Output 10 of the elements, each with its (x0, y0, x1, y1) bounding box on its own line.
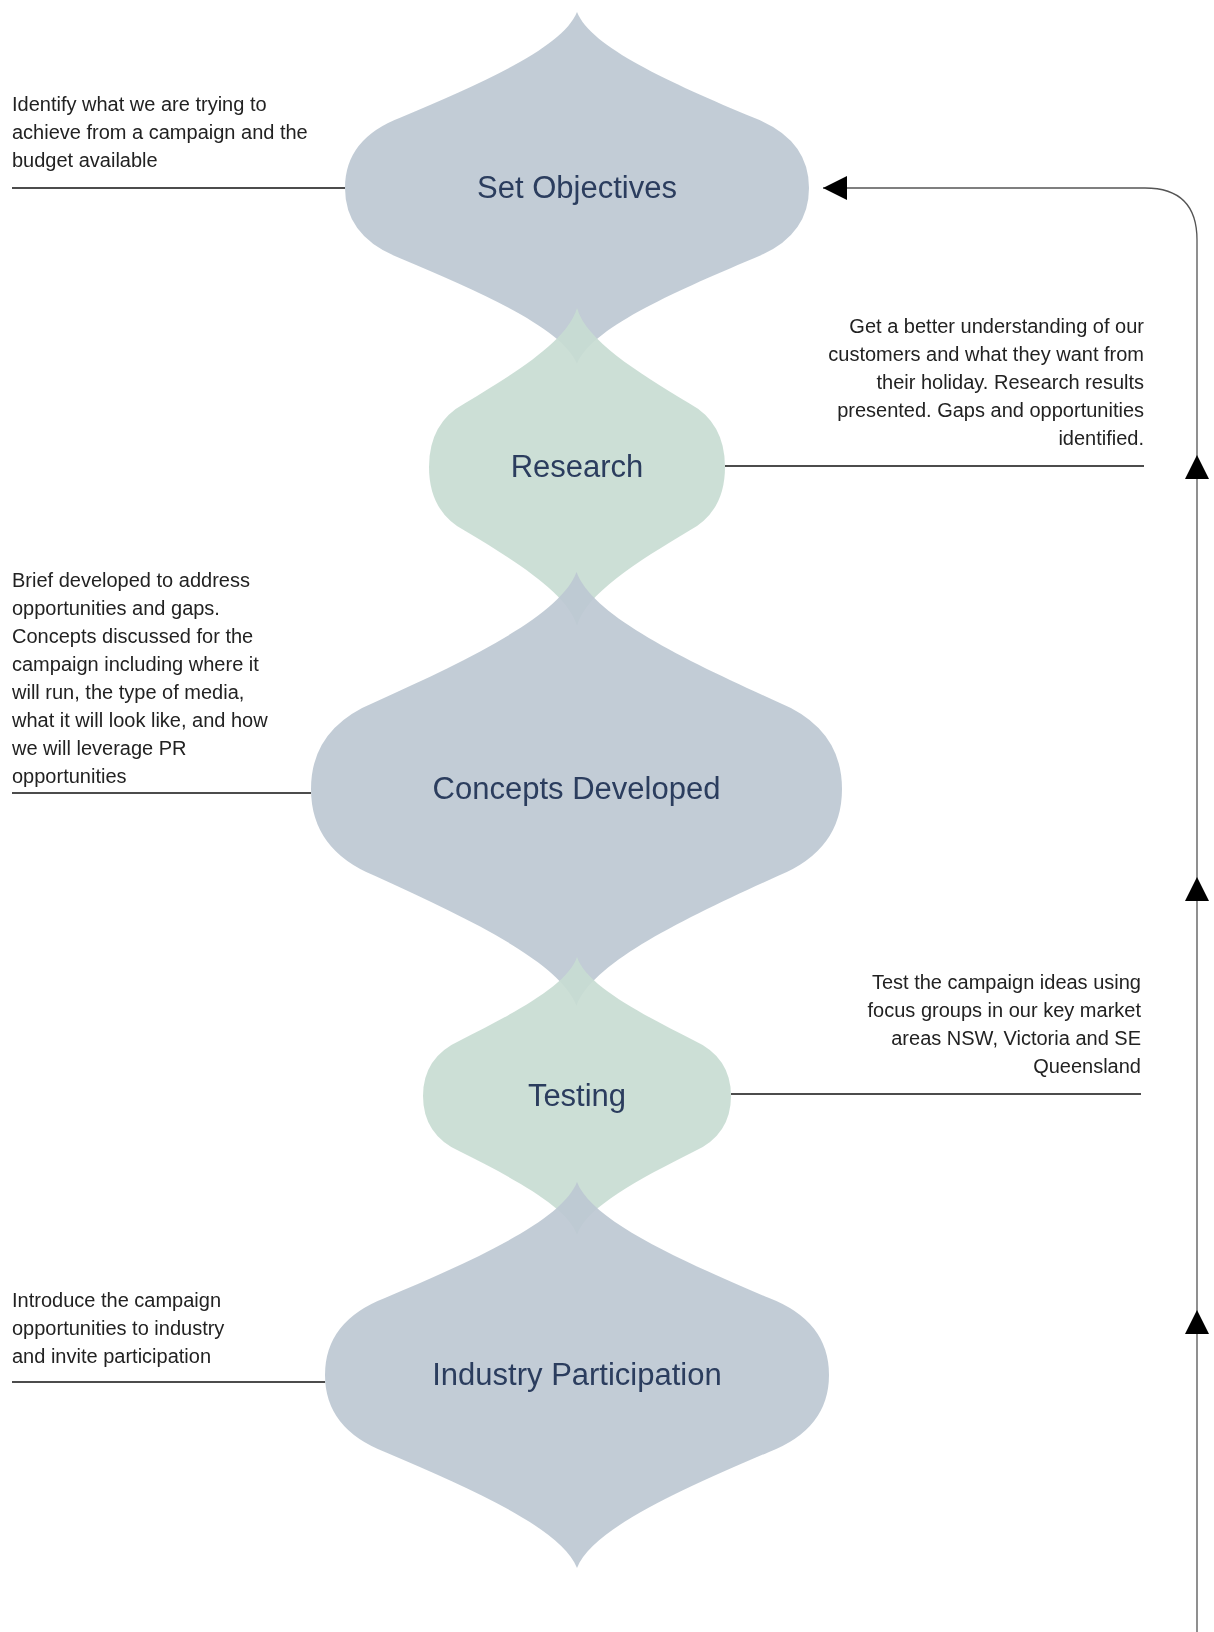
description-text: Brief developed to address opportunities and gaps. Concepts discussed for the campaign including where it will run, the type of media, what it will look like, and how we will leverage PR opportunities (12, 568, 269, 789)
stage-title: Research (509, 448, 645, 486)
stage-title: Testing (526, 1077, 628, 1115)
stage-title: Industry Participation (431, 1356, 723, 1394)
stage-title: Concepts Developed (431, 770, 722, 808)
description-text: Get a better understanding of our customers and what they want from their holiday. Research results presented. Gaps and opportunities identified. (827, 314, 1144, 451)
stage-title: Set Objectives (476, 169, 678, 207)
description-text: Test the campaign ideas using focus groups in our key market areas NSW, Victoria and SE Queensland (866, 970, 1141, 1079)
description-text: Identify what we are trying to achieve from a campaign and the budget available (12, 92, 309, 173)
description-text: Introduce the campaign opportunities to industry and invite participation (12, 1288, 226, 1369)
